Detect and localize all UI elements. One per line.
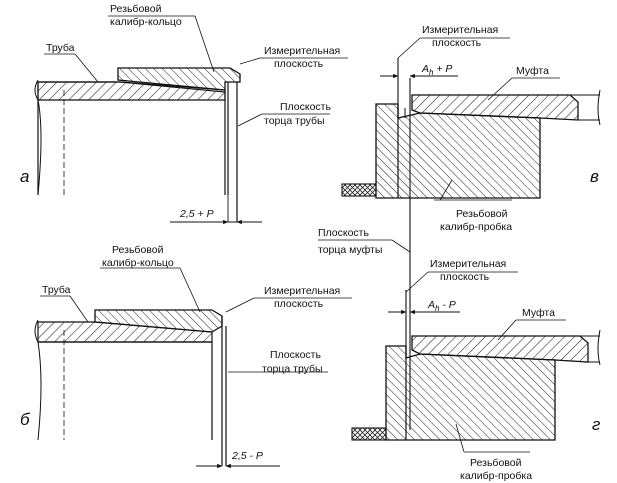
panel-letter-a: а — [20, 167, 29, 186]
handle-g — [351, 427, 387, 441]
ring-gauge-a — [117, 67, 241, 91]
plug-gauge-v — [375, 103, 541, 199]
label-meas-g-2: плоскость — [440, 271, 490, 283]
pipe-b-break — [34, 319, 42, 441]
label-gauge-a-2: калибр-кольцо — [110, 16, 182, 28]
label-coupling-g: Муфта — [522, 307, 555, 319]
dimension-label-g: Ah - P — [427, 299, 456, 313]
label-gauge-b-1: Резьбовой — [112, 244, 164, 256]
label-meas-v-2: плоскость — [432, 37, 482, 49]
label-end-a-1: Плоскость — [280, 101, 331, 113]
label-meas-b-1: Измерительная — [264, 285, 340, 297]
label-meas-v-1: Измерительная — [422, 24, 498, 36]
label-meas-a-2: плоскость — [274, 58, 324, 70]
panel-b: Резьбовой калибр-кольцо Труба Измеритель… — [20, 244, 352, 469]
panel-g: Измерительная плоскость Ah - P Муфта Рез… — [351, 258, 601, 482]
dimension-label-v: Ah + P — [421, 63, 452, 77]
panel-a: Резьбовой калибр-кольцо Труба Измеритель… — [20, 3, 348, 225]
panel-letter-g: г — [592, 415, 600, 434]
label-pipe-b: Труба — [42, 284, 71, 296]
label-meas-a-1: Измерительная — [264, 45, 340, 57]
pipe-b-wall — [37, 321, 213, 343]
label-pipe-a: Труба — [46, 42, 75, 54]
dimension-label-a: 2,5 + P — [179, 208, 214, 220]
label-gauge-a-1: Резьбовой — [110, 3, 162, 15]
label-coupling-v: Муфта — [516, 65, 549, 77]
label-end-b-2: торца трубы — [262, 363, 323, 375]
label-plug-g-1: Резьбовой — [470, 457, 522, 469]
label-meas-g-1: Измерительная — [430, 258, 506, 270]
handle-v — [341, 183, 377, 197]
panel-letter-v: в — [590, 167, 599, 186]
label-plug-v-2: калибр-пробка — [440, 221, 512, 233]
label-coupling-end-1: Плоскость — [318, 227, 369, 239]
label-end-a-2: торца трубы — [264, 115, 325, 127]
pipe-a-break — [34, 79, 42, 196]
label-gauge-b-2: калибр-кольцо — [102, 257, 174, 269]
label-end-b-1: Плоскость — [270, 349, 321, 361]
panel-v: Измерительная плоскость Ah + P Муфта Рез… — [341, 24, 601, 430]
label-plug-v-1: Резьбовой — [456, 208, 508, 220]
pipe-a-wall — [37, 81, 226, 101]
label-meas-b-2: плоскость — [274, 298, 324, 310]
plug-gauge-g — [385, 345, 556, 441]
shared-label: Плоскость торца муфты — [318, 227, 411, 256]
label-plug-g-2: калибр-пробка — [460, 470, 532, 482]
dimension-label-b: 2,5 - P — [231, 450, 263, 462]
label-coupling-end-2: торца муфты — [318, 244, 382, 256]
panel-letter-b: б — [20, 410, 31, 429]
